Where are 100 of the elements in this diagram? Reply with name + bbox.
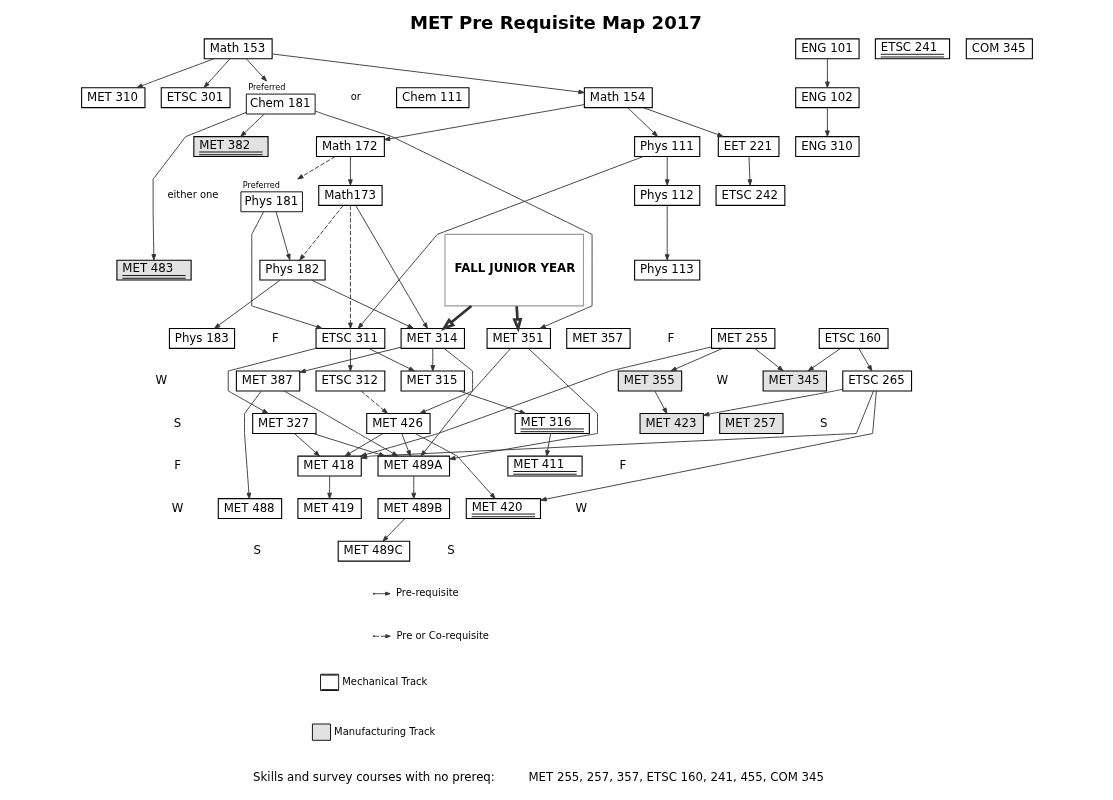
node-box: Chem 111 bbox=[395, 87, 470, 109]
arrow bbox=[626, 107, 658, 137]
node-box: Phys 182 bbox=[258, 259, 326, 281]
arrow bbox=[227, 347, 316, 414]
node-box: Phys 183 bbox=[168, 327, 235, 349]
arrow bbox=[544, 433, 551, 457]
label: MET 255, 257, 357, ETSC 160, 241, 455, COM 345 bbox=[527, 770, 824, 785]
node-label: Preferred bbox=[247, 81, 285, 92]
arrow bbox=[239, 113, 265, 137]
arrow bbox=[824, 58, 830, 88]
legend-label: Mechanical Track bbox=[341, 675, 427, 687]
arrow bbox=[293, 433, 320, 457]
node-box: FALL JUNIOR YEAR bbox=[443, 233, 584, 307]
node-box: MET 488 bbox=[217, 498, 282, 520]
node-box: MET 345 bbox=[762, 370, 827, 392]
arrow bbox=[381, 518, 405, 542]
arrow bbox=[418, 348, 511, 414]
node-box: MET 257 bbox=[718, 413, 784, 435]
arrow bbox=[702, 388, 843, 417]
arrow bbox=[245, 58, 267, 82]
arrow bbox=[368, 348, 415, 372]
node-box: ETSC 312 bbox=[315, 370, 385, 392]
label: S bbox=[446, 543, 455, 558]
node-box: MET 418 bbox=[296, 455, 362, 477]
label: W bbox=[171, 500, 183, 515]
node-box: EET 221 bbox=[717, 136, 779, 158]
arrow bbox=[669, 348, 723, 372]
node-box: ENG 310 bbox=[794, 136, 860, 158]
node-box: MET 310 bbox=[80, 87, 145, 109]
node-box: ENG 102 bbox=[794, 87, 860, 109]
arrow bbox=[213, 279, 280, 329]
arrow bbox=[347, 205, 353, 329]
arrow bbox=[747, 156, 752, 186]
label: W bbox=[574, 500, 587, 515]
node-box: MET 489C bbox=[337, 540, 410, 562]
arrow bbox=[654, 390, 667, 414]
node-box: Math 154 bbox=[583, 87, 653, 109]
arrow bbox=[858, 348, 872, 372]
node-box: Math 172 bbox=[315, 136, 385, 158]
node-box: MET 387 bbox=[235, 370, 300, 392]
arrow bbox=[347, 156, 353, 186]
legend-label: Pre or Co-requisite bbox=[396, 629, 489, 641]
node-box: MET 489A bbox=[377, 455, 450, 477]
arrow bbox=[448, 348, 598, 461]
arrow bbox=[357, 156, 643, 329]
node-box: Phys 112 bbox=[633, 184, 700, 206]
arrow bbox=[283, 390, 398, 457]
node-box: Phys 113 bbox=[633, 259, 700, 281]
node-box: MET 314 bbox=[400, 327, 465, 349]
diagram-title: MET Pre Requisite Map 2017 bbox=[409, 11, 702, 33]
arrow bbox=[440, 305, 472, 331]
label: either one bbox=[166, 188, 218, 200]
node-box: ENG 101 bbox=[794, 38, 860, 60]
node-box: COM 345 bbox=[965, 38, 1033, 60]
arrow bbox=[664, 156, 670, 186]
node-box: Math173 bbox=[317, 184, 383, 206]
label: S bbox=[252, 543, 261, 558]
node-box: ETSC 265 bbox=[841, 370, 912, 392]
arrow bbox=[360, 390, 388, 414]
arrow bbox=[429, 348, 435, 372]
arrow bbox=[135, 58, 214, 89]
arrow bbox=[539, 390, 877, 502]
node-box: MET 315 bbox=[400, 370, 465, 392]
arrow bbox=[511, 306, 522, 333]
arrow bbox=[383, 104, 585, 142]
arrow bbox=[420, 348, 473, 457]
label: or bbox=[350, 91, 361, 103]
node-box: MET 357 bbox=[565, 327, 631, 349]
arrow bbox=[401, 433, 411, 457]
arrow bbox=[310, 279, 414, 329]
arrow bbox=[299, 346, 401, 374]
node-box: ETSC 242 bbox=[715, 184, 785, 206]
node-box: ETSC 301 bbox=[160, 87, 231, 109]
label: S bbox=[173, 415, 181, 430]
arrow bbox=[150, 112, 247, 261]
label: F bbox=[173, 458, 181, 473]
arrow bbox=[271, 53, 585, 95]
arrow bbox=[642, 107, 724, 137]
arrow bbox=[753, 348, 784, 372]
label: W bbox=[716, 373, 728, 388]
arrow bbox=[326, 475, 332, 500]
node-label: Preferred bbox=[242, 179, 280, 190]
node-box: ETSC 160 bbox=[818, 327, 889, 349]
node-box: MET 327 bbox=[251, 413, 317, 435]
arrow bbox=[458, 390, 526, 415]
arrow bbox=[275, 211, 291, 261]
arrow bbox=[296, 156, 336, 180]
label: F bbox=[271, 330, 279, 345]
arrow bbox=[360, 390, 874, 460]
arrow bbox=[354, 205, 428, 329]
node-box: MET 426 bbox=[365, 413, 431, 435]
legend-label: Pre-requisite bbox=[395, 587, 459, 599]
node-box: MET 355 bbox=[617, 370, 682, 392]
arrow bbox=[824, 107, 830, 137]
arrow bbox=[414, 433, 496, 499]
legend-label: Manufacturing Track bbox=[333, 725, 435, 737]
arrow bbox=[250, 211, 323, 330]
arrow bbox=[243, 390, 262, 500]
node-box: Math 153 bbox=[203, 38, 273, 60]
label: F bbox=[666, 330, 674, 345]
